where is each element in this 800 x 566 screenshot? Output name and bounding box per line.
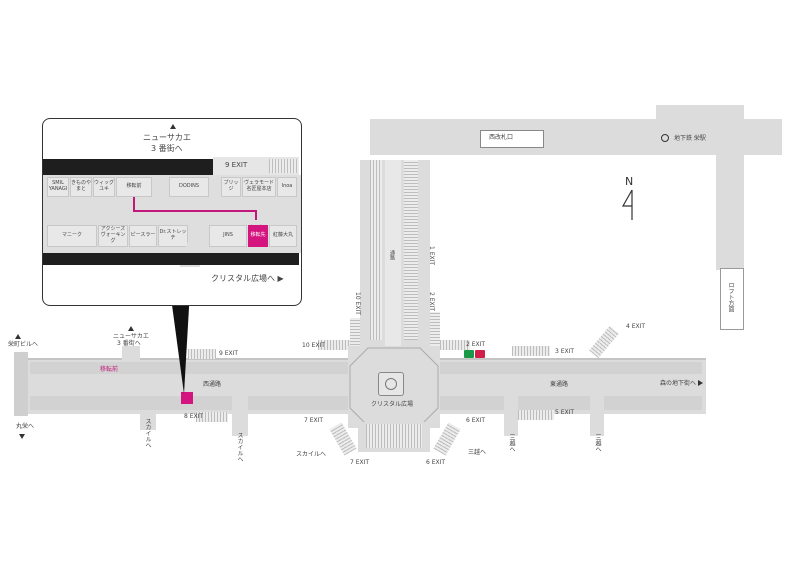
loft-label: ロフト方面 (727, 282, 734, 312)
inset-shop-before-move: 移転前 (116, 177, 152, 197)
central-escalator (370, 160, 382, 340)
corridor-shops-band (30, 362, 350, 374)
exit8-label: 8 EXIT (184, 413, 204, 420)
inset-top-band (43, 159, 213, 175)
exit8-passage (140, 414, 156, 430)
new-sakae-sub-label: 3 番街へ (117, 340, 141, 347)
inset-panel: ニューサカエ 3 番街へ 9 EXIT SMIL YANAGI きものやまと ウ… (42, 118, 302, 306)
inset-shop: DODINS (169, 177, 209, 197)
inset-bottom-band (43, 253, 299, 265)
mitsukoshi-v1: 三越へ (508, 434, 515, 452)
inset-shop: きものやまと (70, 177, 92, 197)
new-sakae-label: ニューサカエ (113, 333, 149, 340)
exit3-label: 3 EXIT (555, 348, 575, 355)
exit2-vertical-label: 2 EXIT (428, 292, 435, 312)
south-passage-east-1 (504, 396, 518, 436)
inset-subtitle: 3 番街へ (151, 144, 183, 153)
up-arrow-icon (15, 334, 21, 339)
inset-shop: ピースラー (129, 225, 157, 247)
south-passage-sky (232, 396, 248, 436)
nishi-kaisatsu-label: 西改札口 (489, 134, 514, 141)
inset-shop: マニーク (47, 225, 97, 247)
corridor-shops-band-east (436, 362, 702, 374)
up-arrow-icon (128, 326, 134, 331)
exit6-bottom-label: 6 EXIT (426, 459, 446, 466)
sky-label-left: スカイルへ (144, 418, 151, 448)
north-arrow-icon (620, 188, 640, 222)
down-arrow-icon (19, 434, 25, 439)
relocation-marker[interactable] (181, 392, 193, 404)
exit10-stairs (350, 318, 360, 348)
exit7-bottom-label: 7 EXIT (350, 459, 370, 466)
inset-crystal-label: クリスタル広場へ ▶ (211, 274, 284, 283)
crystal-fountain-icon (378, 372, 404, 396)
central-divider (385, 160, 401, 350)
nishi-kaisatsu-box (480, 130, 544, 148)
exit5-label: 5 EXIT (555, 409, 575, 416)
relocation-path (133, 197, 135, 211)
exit9-stairs (188, 349, 216, 359)
exit10-stairs-main (318, 340, 350, 350)
mitsukoshi-label: 三越へ (468, 449, 487, 456)
sakaemachi-label: 栄町ビルへ (8, 341, 39, 348)
inset-shop: ウィッグ ユキ (93, 177, 115, 197)
restroom-icon-2 (475, 350, 485, 358)
subway-station-label: 地下鉄 栄駅 (674, 135, 706, 142)
relocation-arrow-icon (250, 217, 262, 233)
west-street-label: 西通路 (203, 381, 222, 388)
sky-vertical-label: スカイルへ (236, 432, 243, 462)
right-arrow-icon (698, 380, 703, 386)
zoom-pointer (168, 290, 192, 394)
central-escalator-2 (404, 160, 418, 340)
north-label: N (625, 175, 634, 188)
new-sakae-passage (122, 346, 140, 360)
corridor-shops-band-south-east (436, 396, 702, 410)
maruei-label: 丸栄へ (16, 423, 35, 430)
left-end-block (14, 352, 28, 416)
loft-box (720, 268, 744, 330)
east-street-label: 東通路 (550, 381, 569, 388)
inset-exit9-label: 9 EXIT (225, 161, 248, 169)
exit2-stairs-main (440, 340, 470, 350)
before-move-label: 移転前 (100, 366, 119, 373)
exit9-label: 9 EXIT (219, 350, 239, 357)
relocation-path (255, 210, 257, 220)
exit6-label: 6 EXIT (466, 417, 486, 424)
inset-shop: JINS (209, 225, 247, 247)
inset-shop: ヴェラモード 名匠屋本店 (242, 177, 276, 197)
east-vertical-passage (716, 140, 744, 270)
exit5-stairs (518, 410, 554, 420)
south-central-stairs (366, 424, 422, 448)
inset-shop: SMIL YANAGI (47, 177, 69, 197)
exit3-stairs (512, 346, 550, 356)
inset-title: ニューサカエ (143, 133, 191, 142)
north-corridor-label: 通路 (389, 250, 395, 260)
exit2-label: 2 EXIT (466, 341, 486, 348)
mitsukoshi-v2: 三越へ (594, 434, 601, 452)
inset-shop-after-move: 移転先 (248, 225, 268, 247)
inset-shop: Inoa (277, 177, 297, 197)
exit4-stairs (589, 325, 619, 359)
exit7-label: 7 EXIT (304, 417, 324, 424)
inset-shop: 紅藤大丸 (269, 225, 297, 247)
inset-exit9-stairs (269, 159, 299, 173)
exit1-label: 1 EXIT (428, 246, 435, 266)
inset-shop: ブリッジ (221, 177, 241, 197)
inset-shop: Dr.ストレッチ (158, 225, 188, 247)
south-passage-east-2 (590, 396, 604, 436)
sky-bottom-label: スカイルへ (296, 451, 327, 458)
inset-shop: アクシーズ ヴォーキング (98, 225, 128, 247)
exit8-stairs (196, 412, 228, 422)
restroom-icon (464, 350, 474, 358)
exit2-stairs (430, 312, 440, 350)
exit4-label: 4 EXIT (626, 323, 646, 330)
crystal-plaza-label: クリスタル広場 (371, 401, 414, 408)
exit10-vertical-label: 10 EXIT (354, 292, 361, 315)
mori-chikagai-label: 森の地下街へ (660, 380, 697, 387)
subway-icon (661, 134, 669, 142)
exit10-label: 10 EXIT (302, 342, 325, 349)
up-arrow-icon (170, 124, 176, 129)
relocation-path (133, 210, 257, 212)
